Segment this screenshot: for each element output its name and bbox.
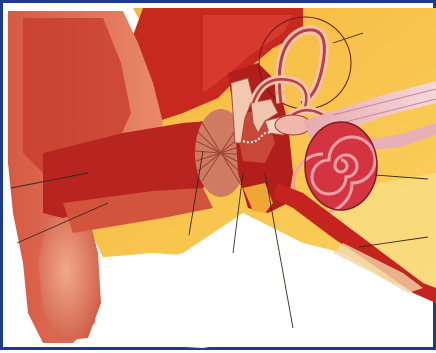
lower-bone-highlight [93, 253, 303, 348]
diagram-canvas [3, 3, 436, 353]
